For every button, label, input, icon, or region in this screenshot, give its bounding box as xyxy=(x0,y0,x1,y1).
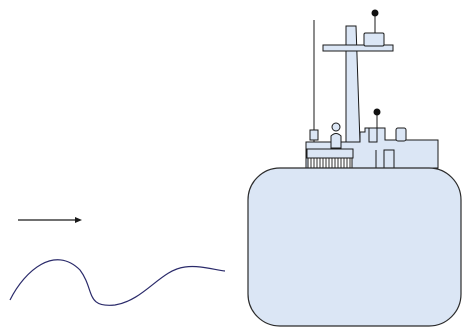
mast xyxy=(322,9,394,144)
operator-figure xyxy=(330,122,342,149)
second-marker-icon xyxy=(373,108,381,116)
antenna xyxy=(309,20,319,148)
brush-unit xyxy=(306,148,354,169)
vessel-hull xyxy=(247,167,462,327)
wave-line xyxy=(9,259,226,306)
direction-arrow xyxy=(18,217,82,223)
top-marker-icon xyxy=(371,9,379,17)
